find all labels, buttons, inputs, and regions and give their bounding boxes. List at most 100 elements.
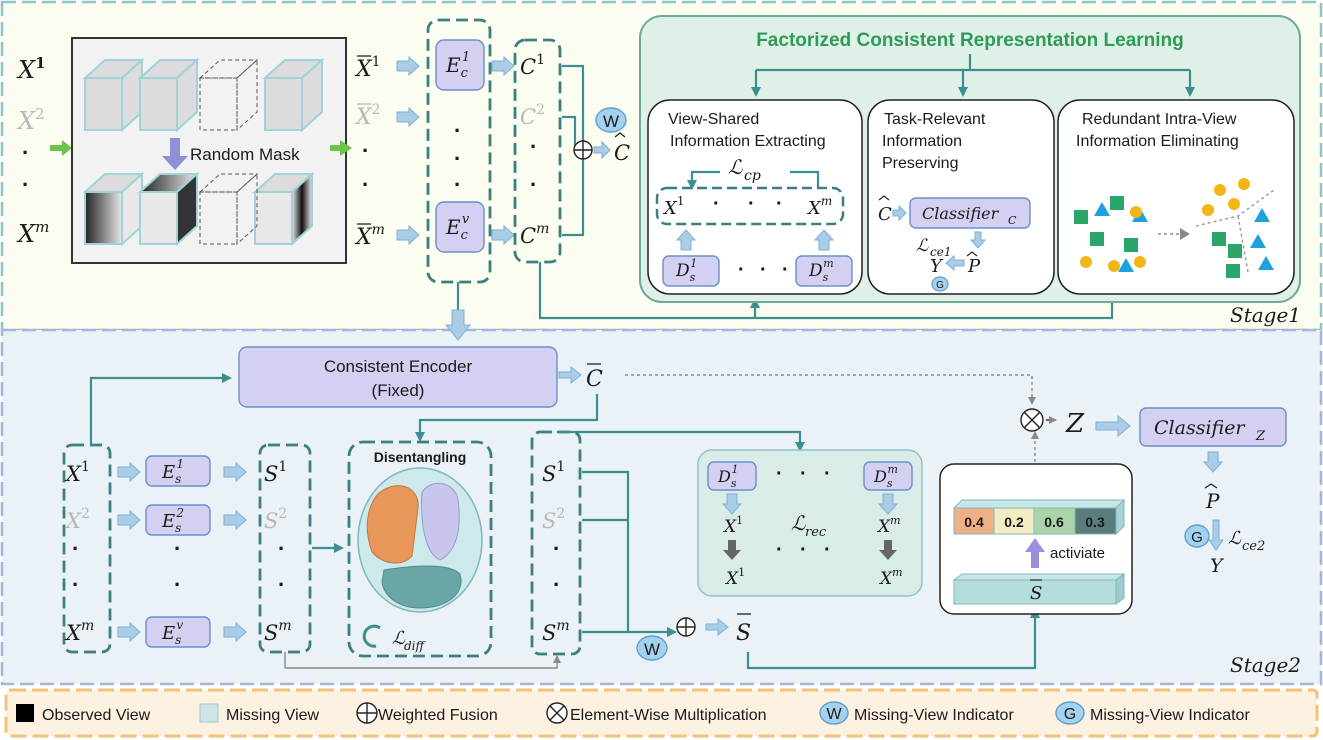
legend-region [4, 688, 1319, 738]
reconstruction-panel: Ds1 · · · Dsm X1 ℒ rec Xm · · · X1 Xm [697, 449, 923, 597]
legend-w-indicator: Missing-View Indicator [854, 707, 1014, 724]
decoder-dsm [795, 255, 853, 287]
svg-text:ℒ: ℒ [392, 628, 406, 649]
svg-text:Ds1: Ds1 [717, 463, 738, 490]
svg-text:Information: Information [882, 133, 962, 150]
svg-text:·: · [72, 536, 79, 561]
svg-text:·: · [72, 572, 79, 597]
svg-text:Classifier: Classifier [922, 204, 1000, 223]
svg-text:cp: cp [744, 168, 761, 184]
svg-text:·: · [800, 463, 807, 485]
svg-text:C: C [586, 367, 603, 392]
svg-text:·: · [454, 172, 461, 197]
svg-text:S: S [736, 621, 751, 646]
svg-text:X1: X1 [354, 54, 381, 82]
encoder-ec1 [435, 39, 485, 91]
svg-text:·: · [748, 193, 755, 215]
svg-text:·: · [454, 118, 461, 143]
svg-text:Disentangling: Disentangling [374, 449, 467, 465]
observed-swatch [16, 704, 34, 722]
svg-text:(Fixed): (Fixed) [372, 381, 425, 400]
svg-text:·: · [530, 172, 537, 197]
svg-text:W: W [644, 640, 660, 659]
svg-text:P: P [967, 256, 981, 277]
svg-text:·: · [362, 138, 369, 163]
svg-text:·: · [362, 172, 369, 197]
w-legend-icon [819, 701, 849, 725]
legend-elementwise: Element-Wise Multiplication [570, 707, 767, 724]
svg-text:rec: rec [805, 525, 827, 540]
svg-text:Esv: Esv [161, 618, 183, 647]
classifier-c [909, 197, 1031, 229]
classifier-z [1139, 407, 1287, 447]
svg-text:·: · [713, 193, 720, 215]
missing-swatch [199, 703, 219, 723]
legend-g-indicator: Missing-View Indicator [1090, 707, 1250, 724]
svg-text:·: · [776, 463, 783, 485]
svg-text:0.3: 0.3 [1085, 514, 1105, 530]
svg-text:W: W [826, 706, 842, 723]
view-shared-panel [647, 99, 863, 295]
factorized-title: Factorized Consistent Representation Lea… [756, 30, 1184, 51]
legend: Observed View Missing View Weighted Fusi… [16, 701, 1250, 725]
stage1-label: Stage1 [1230, 303, 1301, 327]
legend-missing: Missing View [226, 707, 320, 724]
svg-text:Classifier: Classifier [1154, 417, 1246, 439]
svg-text:ℒ: ℒ [1228, 528, 1242, 549]
decoder-ds1 [662, 255, 720, 287]
svg-text:·: · [800, 539, 807, 561]
svg-text:Redundant Intra-View: Redundant Intra-View [1082, 111, 1237, 128]
svg-text:Preserving: Preserving [882, 155, 958, 172]
consistent-encoder-block: Consistent Encoder (Fixed) C [89, 346, 1036, 445]
redundant-panel [1057, 99, 1295, 295]
svg-text:0.6: 0.6 [1044, 514, 1064, 530]
svg-text:ℒ: ℒ [916, 236, 929, 256]
weight-cell [1074, 507, 1117, 535]
svg-text:·: · [553, 536, 560, 561]
scatter-right [1195, 178, 1275, 278]
svg-text:·: · [22, 172, 29, 197]
svg-text:G: G [936, 280, 944, 291]
disentangling-module: Disentangling ℒ diff [347, 440, 493, 658]
svg-text:Z: Z [1065, 409, 1085, 439]
svg-text:View-Shared: View-Shared [668, 111, 759, 128]
scatter-left [1074, 196, 1190, 272]
svg-text:C: C [878, 204, 892, 225]
svg-text:·: · [278, 536, 285, 561]
svg-text:W: W [603, 112, 619, 131]
svg-text:·: · [174, 536, 181, 561]
svg-text:0.4: 0.4 [964, 514, 984, 530]
svg-text:Task-Relevant: Task-Relevant [884, 111, 986, 128]
svg-text:ce2: ce2 [1242, 539, 1265, 554]
specific-features-left: S1 S2 · · Sm [258, 443, 561, 669]
random-mask-label: Random Mask [190, 145, 300, 164]
svg-text:C: C [1008, 214, 1017, 227]
factorized-panel: Factorized Consistent Representation Lea… [639, 15, 1301, 303]
stage2-label: Stage2 [1230, 653, 1301, 677]
svg-text:activiate: activiate [1050, 545, 1105, 562]
svg-text:ℒ: ℒ [791, 511, 806, 535]
activation-panel: 0.4 0.2 0.6 0.3 activiate S [939, 431, 1133, 615]
svg-text:diff: diff [404, 639, 427, 653]
svg-text:·: · [530, 134, 537, 159]
svg-text:·: · [782, 259, 789, 281]
svg-text:·: · [776, 193, 783, 215]
g-indicator-icon [931, 276, 949, 292]
svg-text:S: S [1030, 583, 1042, 604]
weight-cell [993, 507, 1035, 535]
svg-text:·: · [738, 259, 745, 281]
svg-text:Es2: Es2 [161, 506, 184, 535]
svg-text:P: P [1205, 489, 1220, 513]
legend-weighted: Weighted Fusion [378, 707, 498, 724]
svg-text:·: · [760, 259, 767, 281]
svg-text:Information Extracting: Information Extracting [670, 133, 826, 150]
svg-text:·: · [22, 140, 29, 165]
consistent-features-column: C1 C2 · · Cm [513, 38, 562, 264]
svg-text:·: · [553, 572, 560, 597]
w-indicator-icon [595, 107, 627, 133]
legend-observed: Observed View [42, 707, 151, 724]
specific-encoders: Es1 Es2 · · Esv [145, 455, 247, 648]
svg-text:Es1: Es1 [161, 457, 184, 486]
svg-text:·: · [174, 572, 181, 597]
